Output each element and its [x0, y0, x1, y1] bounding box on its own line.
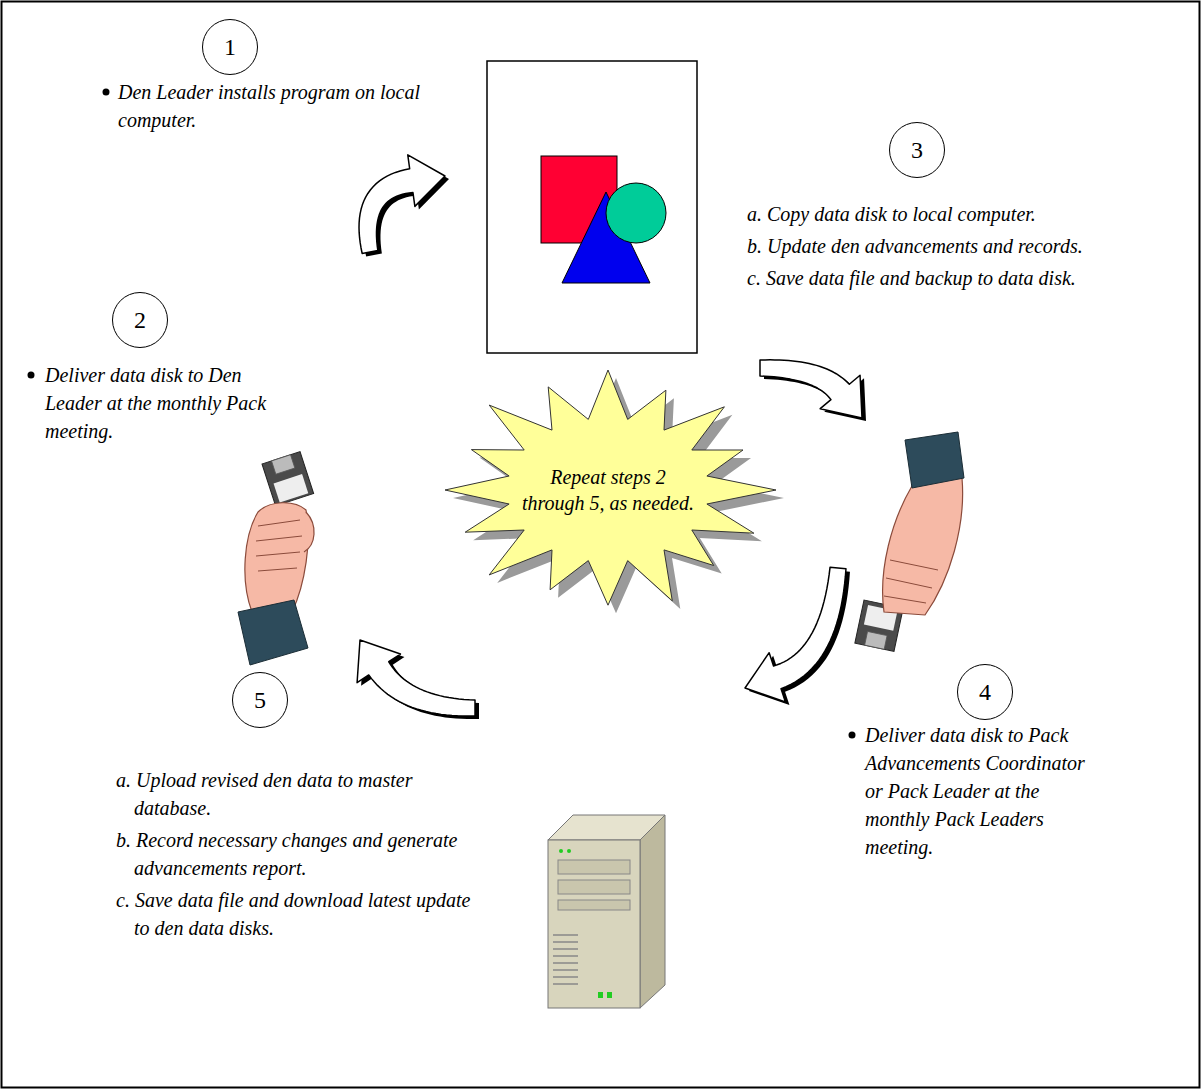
finger-lines [256, 520, 302, 571]
drive-bay [558, 900, 630, 910]
bullet [28, 372, 35, 379]
sleeve [238, 600, 308, 665]
step-text: c. Save data file and backup to data dis… [747, 264, 1162, 292]
step-description: Deliver data disk to Den Leader at the m… [45, 361, 295, 449]
drive-bay [558, 860, 630, 874]
step-description: a. Copy data disk to local computer. b. U… [747, 200, 1162, 296]
step-number-circle: 1 [202, 19, 258, 75]
step-description: Deliver data disk to Pack Advancements C… [865, 721, 1105, 865]
icon-frame [487, 61, 697, 353]
step-text: b. Record necessary changes and generate… [116, 826, 474, 882]
step-text: Deliver data disk to Den Leader at the m… [45, 361, 295, 445]
vent-lines [553, 935, 578, 984]
step-description: Den Leader installs program on local com… [118, 78, 443, 138]
step-number-circle: 5 [232, 672, 288, 728]
sleeve [905, 432, 964, 488]
finger-lines [884, 560, 938, 603]
hand [245, 503, 308, 612]
step-number: 4 [979, 678, 991, 706]
starburst-callout: Repeat steps 2 through 5, as needed. [440, 370, 776, 610]
status-led [598, 992, 603, 998]
step-number-circle: 2 [112, 292, 168, 348]
status-led [559, 849, 563, 853]
server-side [640, 815, 665, 1008]
status-led [607, 992, 612, 998]
server-tower [548, 815, 665, 1008]
step-text: b. Update den advancements and records. [747, 232, 1162, 260]
drive-bay [558, 880, 630, 894]
step-text: a. Copy data disk to local computer. [747, 200, 1162, 228]
step-number-circle: 4 [957, 664, 1013, 720]
bullet [849, 732, 856, 739]
step-description: a. Upload revised den data to master dat… [116, 766, 474, 946]
disk-shutter [272, 455, 295, 474]
step-text: c. Save data file and download latest up… [116, 886, 474, 942]
starburst-outline [445, 370, 776, 605]
disk-shutter [865, 631, 887, 649]
step-number: 3 [911, 136, 923, 164]
server-front [548, 840, 640, 1008]
step-text: Deliver data disk to Pack Advancements C… [865, 721, 1105, 861]
hand-with-disk-left [238, 452, 314, 665]
hand [883, 477, 963, 615]
program-icon [487, 61, 697, 353]
step-text: a. Upload revised den data to master dat… [116, 766, 474, 822]
cycle-arrow [760, 360, 862, 418]
hand-with-disk-right [855, 432, 964, 651]
disk-label [274, 474, 309, 502]
cycle-arrow [745, 567, 846, 702]
thumb [304, 512, 314, 552]
step-number: 2 [134, 306, 146, 334]
green-circle [606, 183, 666, 243]
floppy-disk [262, 452, 314, 506]
step-number: 1 [224, 33, 236, 61]
callout-text: Repeat steps 2 through 5, as needed. [521, 464, 696, 516]
cycle-arrow [359, 155, 445, 254]
step-text: Den Leader installs program on local com… [118, 78, 443, 134]
cycle-arrow [357, 640, 475, 716]
step-number: 5 [254, 686, 266, 714]
status-led [567, 849, 571, 853]
bullet [103, 89, 110, 96]
starburst-shape [440, 370, 776, 610]
disk-body [262, 452, 314, 506]
step-number-circle: 3 [889, 122, 945, 178]
